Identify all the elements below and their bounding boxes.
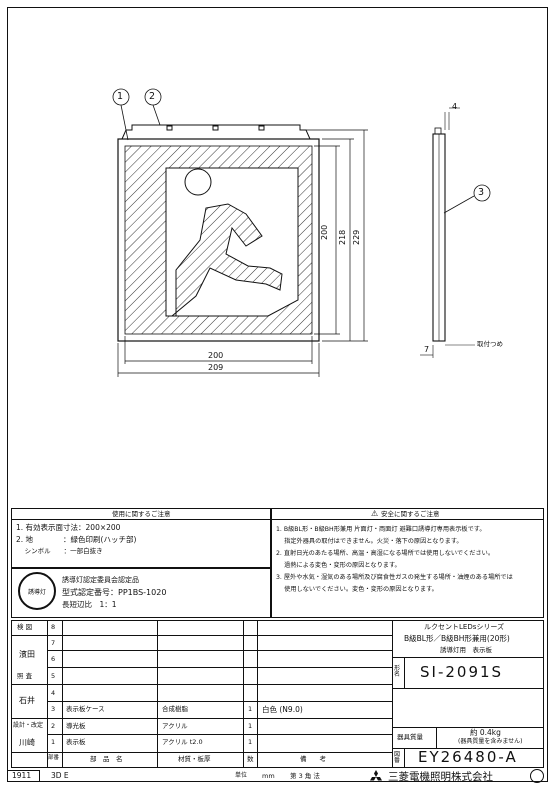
safety-line-6: 使用しないでください。変色・変形の原因となります。: [276, 586, 438, 593]
part-3-note: 白色 (N9.0): [262, 705, 303, 714]
part-1-material: アクリル t2.0: [162, 738, 203, 746]
weight-label: 器具質量: [397, 733, 423, 741]
technical-drawing: [112, 88, 491, 377]
footer-view: 3D E: [51, 771, 69, 780]
mitsubishi-logo-icon: [370, 770, 382, 781]
rev-4: 4: [51, 689, 56, 697]
person-hamada: 濱田: [19, 650, 35, 659]
company-name: 三菱電機照明株式会社: [388, 771, 493, 783]
code-box: [7, 770, 40, 782]
rev-7: 7: [51, 639, 56, 647]
part-3-material: 合成樹脂: [162, 705, 188, 713]
part-3-qty: 1: [248, 705, 253, 713]
unit-value: mm: [262, 772, 275, 780]
cert-line-3: 長短辺比 1：1: [62, 600, 117, 609]
person-ishii: 石井: [19, 696, 35, 705]
header-material: 材質・板厚: [178, 755, 211, 763]
sub-title: 誘導灯用 表示板: [440, 646, 492, 654]
rev-3: 3: [51, 705, 56, 713]
series-name: ルクセントLEDsシリーズ: [424, 623, 505, 631]
label-kenzu: 検 図: [17, 623, 33, 631]
safety-line-5: 3. 屋外や水気・湿気のある場所及び腐食性ガスの発生する場所・油煙のある場所では: [276, 574, 513, 581]
safety-notes-box: [271, 508, 544, 618]
part-2-name: 導光板: [66, 722, 86, 730]
footer-code: 1911: [12, 771, 32, 780]
sheet-border: [7, 7, 548, 782]
label-sekkei: 設計・改定: [13, 722, 44, 729]
safety-line-3: 2. 直射日光のあたる場所、高温・高湿になる場所では使用しないでください。: [276, 550, 495, 557]
rev-5: 5: [51, 672, 56, 680]
title-block: [11, 620, 544, 768]
front-view: [117, 124, 320, 342]
dimension-lines: [117, 129, 368, 377]
usage-notes-header: 使用に関するご注意: [112, 510, 171, 518]
cert-line-2: 型式認定番号：PP1BS-1020: [62, 588, 167, 597]
callout-2-label: 2: [149, 91, 156, 102]
callout-1-label: 1: [117, 91, 124, 102]
usage-line-1: 1. 有効表示面寸法：200×200: [16, 523, 121, 532]
usage-notes-box: [11, 508, 271, 568]
header-qty: 数: [247, 755, 254, 763]
drawing-number: EY26480-A: [418, 748, 518, 766]
label-shousa: 照 査: [17, 672, 33, 680]
rev-8: 8: [51, 623, 56, 631]
dim-7: 7: [424, 345, 430, 354]
certification-seal: 誘導灯: [18, 572, 56, 610]
rev-2: 2: [51, 722, 56, 730]
part-2-qty: 1: [248, 722, 253, 730]
dim-4: 4: [452, 102, 458, 111]
usage-line-3: シンボル ：一部白抜き: [16, 547, 103, 555]
circle-mark-icon: [530, 769, 544, 783]
part-1-name: 表示板: [66, 738, 86, 746]
warning-icon: ⚠: [371, 509, 379, 518]
zuban-label: 図番: [394, 751, 401, 764]
rev-1: 1: [51, 738, 56, 746]
rev-6: 6: [51, 655, 56, 663]
dim-209: 209: [208, 363, 224, 372]
callout-3-label: 3: [478, 187, 485, 198]
safety-line-2: 指定外器具の取付はできません。火災・落下の原因となります。: [276, 538, 463, 545]
usage-line-2: 2. 地 ：緑色印刷(ハッチ部): [16, 535, 137, 544]
dim-200-height: 200: [320, 224, 329, 240]
safety-line-4: 過熱による変色・変形の原因となります。: [276, 562, 401, 569]
clip-label: 取付つめ: [477, 340, 503, 348]
safety-line-1: 1. B級BL形・B級BH形兼用 片面灯・両面灯 避難口誘導灯専用表示板です。: [276, 526, 486, 533]
cert-line-1: 誘導灯認定委員会認定品: [62, 576, 139, 584]
seal-text: 誘導灯: [27, 588, 46, 596]
certification-box: [11, 568, 271, 618]
unit-label: 単位: [235, 772, 248, 779]
person-kawasaki: 川崎: [19, 738, 35, 747]
header-note: 備 考: [300, 755, 326, 763]
weight-value: 約 0.4kg: [470, 728, 501, 737]
dim-218: 218: [338, 229, 347, 245]
header-part-name: 部 品 名: [90, 755, 123, 763]
part-2-material: アクリル: [162, 722, 188, 730]
running-man-symbol: [165, 167, 299, 317]
dim-229: 229: [352, 229, 361, 245]
model-number: SI-2091S: [420, 663, 504, 681]
type-line: B級BL形／B級BH形兼用(20形): [404, 634, 510, 643]
label-buban: 部番: [48, 755, 60, 761]
part-3-name: 表示板ケース: [66, 705, 105, 713]
angle-method: 第 3 角 法: [290, 772, 320, 780]
dim-200-width: 200: [208, 351, 224, 360]
side-view: [420, 107, 475, 358]
callouts: [112, 88, 491, 214]
weight-note: (器具質量を含みません): [458, 738, 523, 745]
part-1-qty: 1: [248, 738, 253, 746]
kata-label: 形名: [394, 665, 401, 678]
safety-notes-header: 安全に関するご注意: [381, 510, 440, 518]
